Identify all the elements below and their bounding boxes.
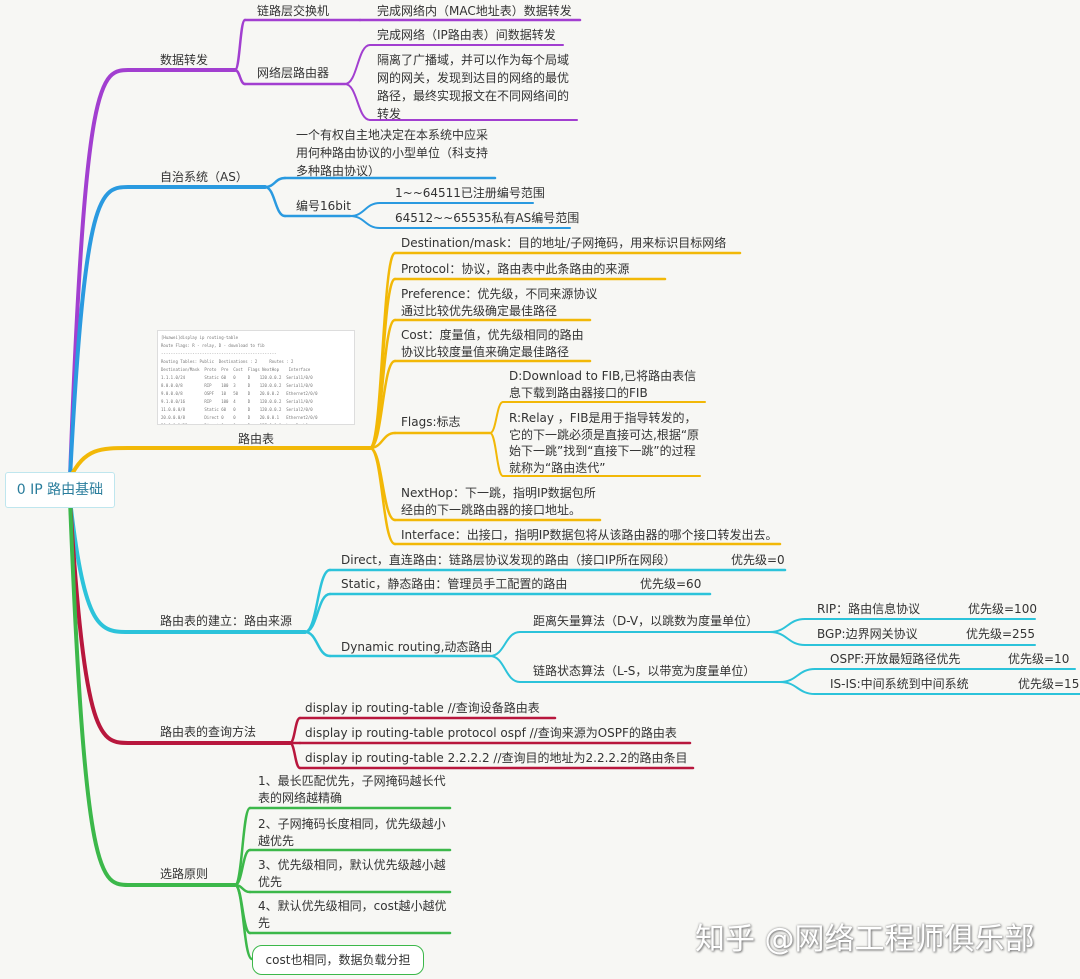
node-select-rule1[interactable]: 1、最长匹配优先，子网掩码越长代表的网络越精确 (258, 774, 446, 805)
node-as-range1[interactable]: 1~~64511已注册编号范围 (395, 186, 545, 200)
connector-curve (779, 668, 816, 683)
routing-table-screenshot: [Huawei]display ip routing-table Route F… (157, 330, 355, 425)
isis-priority: 优先级=15 (1018, 677, 1080, 691)
node-as-num[interactable]: 编号16bit (296, 199, 351, 213)
branch-trunk (68, 498, 307, 634)
node-rip[interactable]: RIP：路由信息协议 (817, 602, 921, 616)
node-interface[interactable]: Interface：出接口，指明IP数据包将从该路由器的哪个接口转发出去。 (401, 528, 778, 542)
connector-curve (368, 446, 397, 546)
connector-curve (769, 631, 806, 646)
node-router-desc1[interactable]: 完成网络（IP路由表）间数据转发 (377, 28, 556, 42)
rip-priority: 优先级=100 (968, 602, 1037, 616)
node-routing-table[interactable]: 路由表 (238, 432, 275, 446)
bgp-priority: 优先级=255 (966, 627, 1035, 641)
branch-trunk (68, 498, 292, 745)
node-bgp[interactable]: BGP:边界网关协议 (817, 627, 918, 641)
connector-curve (303, 592, 332, 634)
node-query-cmd1[interactable]: display ip routing-table //查询设备路由表 (305, 701, 540, 715)
connector-curve (303, 630, 332, 658)
ospf-priority: 优先级=10 (1008, 652, 1070, 666)
branch-trunk (68, 498, 237, 887)
connector-curve (303, 568, 332, 634)
connector-curve (233, 68, 247, 86)
node-dynamic[interactable]: Dynamic routing,动态路由 (341, 640, 493, 654)
node-nexthop[interactable]: NextHop：下一跳，指明IP数据包所经由的下一跳路由器的接口地址。 (401, 486, 596, 517)
connector-curve (349, 215, 381, 229)
node-as-range2[interactable]: 64512~~65535私有AS编号范围 (395, 211, 580, 225)
connector-curve (769, 618, 806, 633)
node-select-rule5[interactable]: cost也相同，数据负载分担 (252, 945, 424, 975)
node-flags[interactable]: Flags:标志 (401, 415, 461, 429)
node-as[interactable]: 自治系统（AS） (160, 170, 248, 184)
node-ospf[interactable]: OSPF:开放最短路径优先 (830, 652, 961, 666)
node-protocol[interactable]: Protocol：协议，路由表中此条路由的来源 (401, 262, 630, 276)
connector-curve (489, 655, 521, 683)
branch-trunk (68, 185, 267, 480)
node-router[interactable]: 网络层路由器 (257, 66, 330, 80)
connector-curve (288, 741, 302, 770)
node-static[interactable]: Static，静态路由：管理员手工配置的路由 (341, 577, 568, 591)
node-switch-desc[interactable]: 完成网络内（MAC地址表）数据转发 (377, 4, 572, 18)
connector-curve (288, 716, 302, 745)
direct-priority: 优先级=0 (731, 553, 785, 567)
connector-curve (489, 631, 521, 657)
node-select-rule3[interactable]: 3、优先级相同，默认优先级越小越优先 (258, 858, 446, 889)
branch-trunk (68, 446, 372, 480)
connector-curve (344, 44, 371, 85)
node-distance-vector[interactable]: 距离矢量算法（D-V，以跳数为度量单位） (533, 614, 759, 628)
node-as-desc[interactable]: 一个有权自主地决定在本系统中应采用何种路由协议的小型单位（科支持多种路由协议） (296, 128, 489, 178)
connector-curve (233, 883, 254, 961)
connector-curve (263, 176, 287, 189)
node-direct[interactable]: Direct，直连路由：链路层协议发现的路由（接口IP所在网段） (341, 553, 676, 567)
node-select-rule4[interactable]: 4、默认优先级相同，cost越小越优先 (258, 899, 447, 930)
connector-curve (349, 202, 381, 217)
node-route-source[interactable]: 路由表的建立：路由来源 (160, 614, 293, 628)
connector-curve (233, 18, 247, 72)
node-query-cmd2[interactable]: display ip routing-table protocol ospf /… (305, 726, 677, 740)
connector-curve (368, 359, 397, 450)
connector-curve (779, 681, 816, 695)
connector-curve (489, 432, 504, 477)
node-link-state[interactable]: 链路状态算法（L-S，以带宽为度量单位） (533, 664, 756, 678)
branch-trunk (68, 68, 237, 480)
node-preference[interactable]: Preference：优先级，不同来源协议通过比较优先级确定最佳路径 (401, 287, 598, 318)
node-flag-r[interactable]: R:Relay ，FIB是用于指导转发的，它的下一跳必须是直接可达,根据“原始下… (509, 411, 700, 475)
connector-curve (344, 83, 371, 121)
node-select[interactable]: 选路原则 (160, 867, 209, 881)
node-switch[interactable]: 链路层交换机 (257, 4, 330, 18)
static-priority: 优先级=60 (640, 577, 702, 591)
root-node[interactable]: 0 IP 路由基础 (5, 472, 115, 508)
node-dest[interactable]: Destination/mask：目的地址/子网掩码，用来标识目标网络 (401, 236, 727, 250)
connector-curve (489, 401, 504, 434)
node-select-rule2[interactable]: 2、子网掩码长度相同，优先级越小越优先 (258, 817, 446, 848)
connector-curve (368, 431, 397, 450)
connector-curve (368, 446, 397, 522)
connector-curve (263, 185, 287, 218)
node-query-cmd3[interactable]: display ip routing-table 2.2.2.2 //查询目的地… (305, 751, 688, 765)
node-cost[interactable]: Cost：度量值，优先级相同的路由协议比较度量值来确定最佳路径 (401, 328, 584, 359)
node-flag-d[interactable]: D:Download to FIB,已将路由表信息下载到路由器接口的FIB (509, 369, 697, 400)
connector-curve (233, 806, 252, 887)
watermark: 知乎 @网络工程师俱乐部 (695, 922, 1035, 957)
node-data-forward[interactable]: 数据转发 (160, 53, 209, 67)
node-query[interactable]: 路由表的查询方法 (160, 725, 257, 739)
node-router-desc2[interactable]: 隔离了广播域，并可以作为每个局域网的网关，发现到达目的网络的最优路径，最终实现报… (377, 53, 570, 121)
node-isis[interactable]: IS-IS:中间系统到中间系统 (830, 677, 969, 691)
